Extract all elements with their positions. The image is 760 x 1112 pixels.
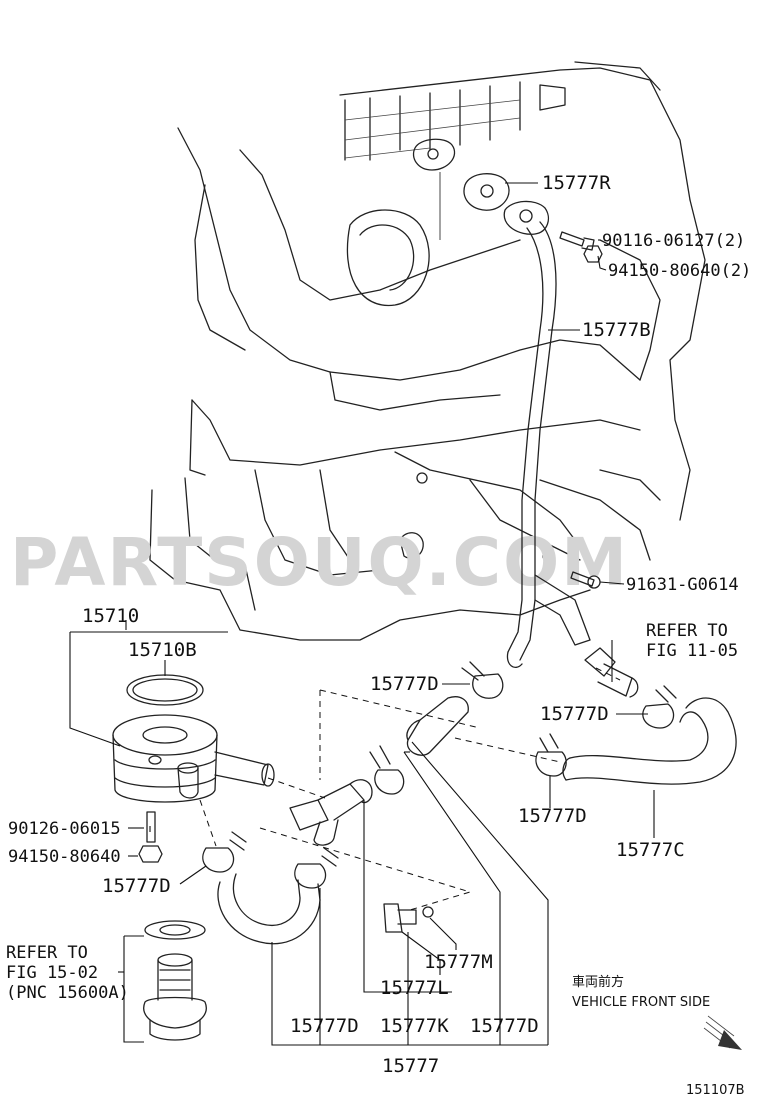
refer-note-right: REFER TO FIG 11-05 [646,621,738,661]
label-15777D-bottom-left: 15777D [290,1015,359,1037]
hose-clamps [202,661,677,889]
vehicle-front-arrow [703,1015,742,1050]
y-fitting [289,779,373,846]
label-15777D-upper-left: 15777D [370,673,439,695]
hose-straight [406,696,469,756]
label-90126: 90126-06015 [8,819,121,839]
refer-left-line3: (PNC 15600A) [6,983,129,1003]
refer-right-line2: FIG 11-05 [646,641,738,661]
label-94150-upper: 94150-80640(2) [608,261,751,281]
label-15777D-bottom-right: 15777D [470,1015,539,1037]
label-15777: 15777 [382,1055,439,1077]
label-15777D-upper-right: 15777D [540,703,609,725]
front-note-en: VEHICLE FRONT SIDE [572,995,710,1010]
hose-lower-curved [217,873,321,945]
refer-left-line2: FIG 15-02 [6,963,98,983]
label-15777R: 15777R [542,172,611,194]
sensor-fitting [383,903,434,933]
front-note-jp: 車両前方 [572,974,624,990]
label-15777M: 15777M [424,951,493,973]
oil-cooler-15710 [112,674,275,863]
label-15777D-middle-right: 15777D [518,805,587,827]
label-15710: 15710 [82,605,139,627]
leader-lines [69,182,655,1046]
water-pipe-15777B [463,173,603,668]
label-15710B: 15710B [128,639,197,661]
diagram-id: 151107B [686,1083,745,1098]
assembly-guide-lines [199,667,621,911]
refer-right-line1: REFER TO [646,621,728,641]
refer-note-left: REFER TO FIG 15-02 (PNC 15600A) [6,943,129,1003]
water-fitting [584,647,639,698]
callout-labels: 15777R 90116-06127(2) 94150-80640(2) 157… [8,172,751,1077]
label-94150-lower: 94150-80640 [8,847,121,867]
engine-block-drawing [149,61,706,641]
front-side-note: 車両前方 VEHICLE FRONT SIDE [572,974,710,1010]
hose-15777C [562,697,737,785]
oil-filter-adapter [143,920,207,1041]
label-90116: 90116-06127(2) [602,231,745,251]
refer-left-line1: REFER TO [6,943,88,963]
label-15777D-left: 15777D [102,875,171,897]
watermark-text: PARTSOUQ.COM [10,524,629,601]
label-15777C: 15777C [616,839,685,861]
label-15777B: 15777B [582,319,651,341]
label-15777K: 15777K [380,1015,449,1037]
label-15777L: 15777L [380,977,449,999]
label-91631: 91631-G0614 [626,575,739,595]
